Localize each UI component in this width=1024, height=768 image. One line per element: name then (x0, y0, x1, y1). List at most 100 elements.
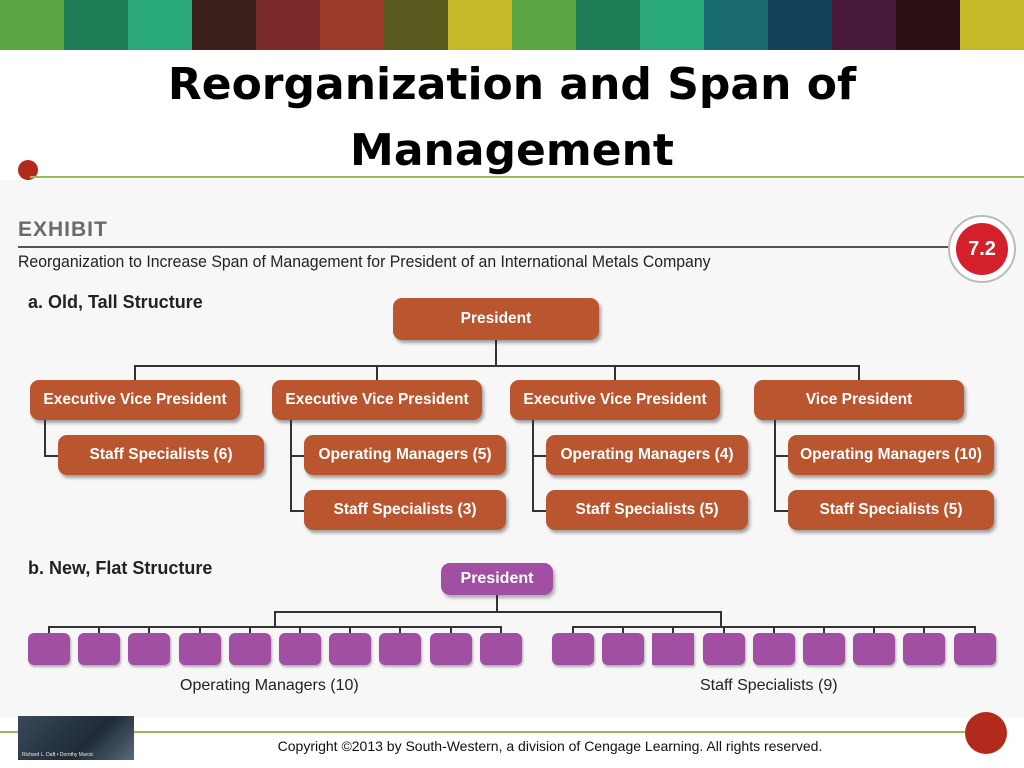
thumbnail-caption: Richard L. Daft • Dorothy Marcic (22, 752, 94, 758)
connector (349, 626, 352, 634)
decorative-dot-bottom (965, 712, 1007, 754)
color-stripe (832, 0, 896, 50)
connector (772, 626, 775, 634)
operating-manager-box (178, 633, 221, 665)
staff-specialists-caption: Staff Specialists (9) (700, 677, 838, 694)
connector (858, 365, 860, 380)
color-stripe (192, 0, 256, 50)
color-stripe (640, 0, 704, 50)
color-stripe (128, 0, 192, 50)
branch-3-report-2: Staff Specialists (5) (546, 490, 748, 530)
connector (134, 365, 860, 367)
new-president-box: President (441, 563, 553, 595)
connector (134, 365, 136, 380)
connector (98, 626, 101, 634)
operating-managers-caption: Operating Managers (10) (180, 677, 359, 694)
divider-line-bottom (0, 731, 965, 733)
connector (672, 626, 675, 634)
operating-manager-box (279, 633, 321, 665)
old-president-box: President (393, 298, 599, 340)
color-stripe (0, 0, 64, 50)
book-cover-thumbnail (18, 716, 134, 760)
connector (48, 626, 500, 628)
operating-manager-box (429, 633, 472, 665)
branch-2-report-2: Staff Specialists (3) (304, 490, 506, 530)
color-stripe-bar (0, 0, 1024, 50)
branch-2-head: Executive Vice President (272, 380, 482, 420)
connector (198, 626, 201, 634)
branch-4-report-2: Staff Specialists (5) (788, 490, 994, 530)
old-structure-heading: a. Old, Tall Structure (28, 292, 203, 312)
connector (532, 420, 534, 511)
branch-4-head: Vice President (754, 380, 964, 420)
title-line-1: Reorganization and Span of (167, 59, 857, 110)
staff-specialist-box (602, 633, 645, 665)
operating-manager-box (329, 633, 372, 665)
staff-specialist-box (903, 633, 946, 665)
color-stripe (384, 0, 448, 50)
divider-line-top (30, 176, 1024, 178)
connector (274, 611, 276, 627)
staff-specialist-box (953, 633, 996, 665)
connector (722, 626, 725, 634)
connector (449, 626, 452, 634)
connector (495, 340, 497, 366)
connector (614, 365, 616, 380)
connector (774, 455, 788, 457)
operating-manager-box (379, 633, 422, 665)
slide-title: Reorganization and Span of Management (0, 52, 1024, 184)
connector (299, 626, 301, 634)
exhibit-number: 7.2 (956, 223, 1008, 275)
branch-4-report-1: Operating Managers (10) (788, 435, 994, 475)
connector (44, 455, 58, 457)
connector (622, 626, 625, 634)
color-stripe (64, 0, 128, 50)
exhibit-label: EXHIBIT (18, 218, 108, 241)
branch-2-report-1: Operating Managers (5) (304, 435, 506, 475)
connector (873, 626, 876, 634)
staff-specialist-box (702, 633, 745, 665)
branch-3-report-1: Operating Managers (4) (546, 435, 748, 475)
decorative-dot-top (18, 160, 38, 180)
connector (973, 626, 976, 634)
connector (572, 626, 574, 634)
connector (823, 626, 825, 634)
color-stripe (960, 0, 1024, 50)
exhibit-caption: Reorganization to Increase Span of Manag… (18, 252, 711, 271)
operating-manager-box (479, 633, 522, 665)
staff-specialist-box (803, 633, 845, 665)
connector (248, 626, 251, 634)
color-stripe (512, 0, 576, 50)
exhibit-divider (18, 246, 948, 248)
copyright-notice: Copyright ©2013 by South-Western, a divi… (277, 738, 823, 754)
color-stripe (576, 0, 640, 50)
exhibit-number-badge: 7.2 (948, 215, 1016, 283)
connector (774, 510, 788, 512)
connector (290, 510, 304, 512)
connector (376, 365, 378, 380)
branch-1-head: Executive Vice President (30, 380, 240, 420)
connector (290, 455, 304, 457)
connector (44, 420, 46, 456)
title-line-2: Management (350, 125, 674, 176)
staff-specialist-box (652, 633, 695, 665)
color-stripe (320, 0, 384, 50)
color-stripe (448, 0, 512, 50)
connector (274, 611, 722, 613)
connector (48, 626, 50, 634)
color-stripe (704, 0, 768, 50)
operating-manager-box (228, 633, 271, 665)
staff-specialist-box (552, 633, 594, 665)
connector (532, 455, 546, 457)
branch-3-head: Executive Vice President (510, 380, 720, 420)
color-stripe (896, 0, 960, 50)
connector (290, 420, 292, 511)
color-stripe (768, 0, 832, 50)
connector (720, 611, 722, 627)
branch-1-report-1: Staff Specialists (6) (58, 435, 264, 475)
staff-specialist-box (853, 633, 896, 665)
connector (774, 420, 776, 511)
color-stripe (256, 0, 320, 50)
operating-manager-box (128, 633, 171, 665)
connector (923, 626, 926, 634)
